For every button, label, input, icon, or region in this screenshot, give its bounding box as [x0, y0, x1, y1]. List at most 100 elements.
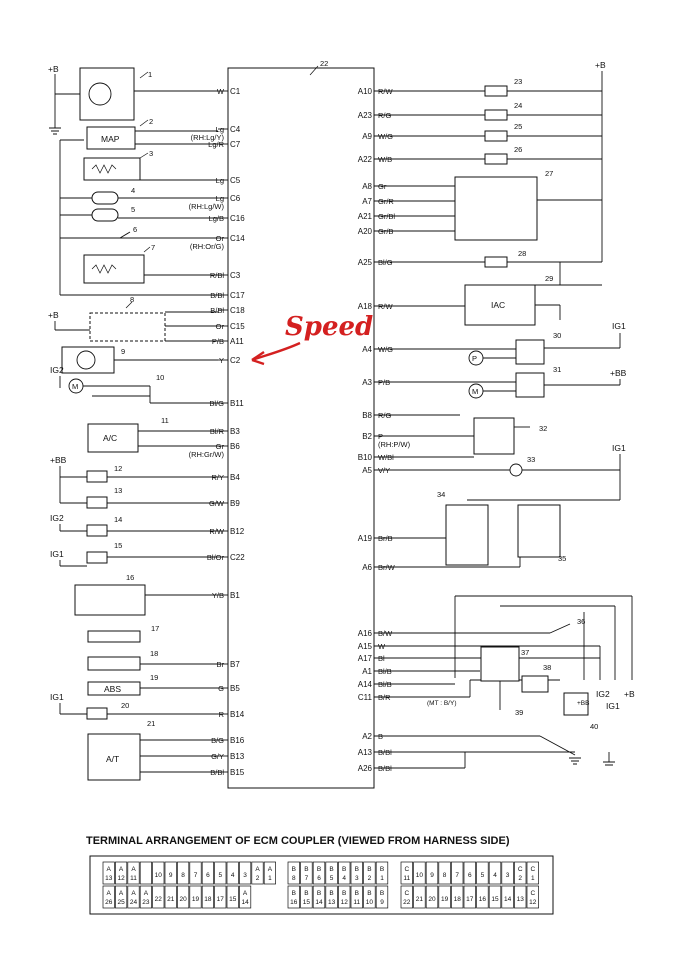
wire-color-a6: Br/W: [378, 563, 396, 572]
coupler-a-pin-number: 18: [204, 896, 212, 903]
coupler-c-pin-letter: C: [530, 866, 535, 873]
wire-color-b16: B/G: [211, 736, 224, 745]
coupler-a-pin-letter: A: [131, 866, 136, 873]
coupler-a-cell: [127, 861, 140, 885]
component-27-number: 27: [545, 169, 553, 178]
coupler-c-cell: [514, 861, 527, 885]
coupler-a-cell: [201, 885, 214, 909]
ecm-pin-c16: C16: [230, 214, 245, 223]
ecm-number: 22: [320, 59, 328, 68]
coupler-b-pin-letter: B: [342, 866, 346, 873]
ecm-pin-b4: B4: [230, 473, 240, 482]
coupler-a-pin-number: 1: [268, 875, 272, 882]
ecm-pin-b12: B12: [230, 527, 245, 536]
coupler-b-cell: [325, 885, 338, 909]
lamp-33-icon: [509, 463, 523, 477]
coupler-a-pin-number: 11: [130, 875, 137, 882]
component-30-number: 30: [553, 331, 561, 340]
coupler-c-pin-number: 15: [491, 896, 499, 903]
coupler-c-pin-number: 11: [403, 875, 410, 882]
component-21-number: 21: [147, 719, 155, 728]
ecm-pin-a10: A10: [358, 87, 373, 96]
mt-note: (MT : B/Y): [427, 700, 457, 707]
component-23-number: 23: [514, 77, 522, 86]
coupler-c-pin-number: 10: [416, 872, 424, 879]
coupler-a-cell: [263, 861, 276, 885]
coupler-a-pin-number: 14: [241, 899, 249, 906]
component-20-number: 20: [121, 701, 129, 710]
component-4-icon: [91, 191, 119, 205]
component-15-number: 15: [114, 541, 122, 550]
component-1-sensor-icon: [88, 82, 112, 106]
injector-25-icon: [484, 130, 508, 142]
coupler-a-pin-number: 12: [117, 875, 125, 882]
coupler-b-pin-number: 2: [368, 875, 372, 882]
ecm-pin-c11: C11: [358, 693, 373, 702]
ecm-pin-a2: A2: [362, 732, 372, 741]
wire-color-c18: B/Bl: [210, 306, 224, 315]
map-label: MAP: [101, 134, 120, 144]
supply-b-top-left: +B: [48, 64, 59, 74]
wire-color-c1: W: [217, 87, 225, 96]
coupler-b-pin-number: 14: [315, 899, 323, 906]
ecm-pin-b15: B15: [230, 768, 245, 777]
ecm-pin-b14: B14: [230, 710, 245, 719]
component-2-number: 2: [149, 117, 153, 126]
wire-color-c2: Y: [219, 356, 224, 365]
wire-color-a10: R/W: [378, 87, 394, 96]
wire-color-a19: Br/B: [378, 534, 393, 543]
coupler-a-pin-number: 21: [167, 896, 175, 903]
coupler-a-cell: [127, 885, 140, 909]
wire-color-b13: G/Y: [211, 752, 224, 761]
component-1-number: 1: [148, 70, 152, 79]
switch-20-icon: [86, 707, 108, 720]
coupler-b-pin-letter: B: [317, 890, 321, 897]
wire-color-a7: Gr/R: [378, 197, 394, 206]
ecm-pin-a16: A16: [358, 629, 373, 638]
ecm-pin-c15: C15: [230, 322, 245, 331]
coupler-c-cell: [526, 885, 539, 909]
supply-ig1-30: IG1: [612, 321, 626, 331]
ecm-pin-c6: C6: [230, 194, 241, 203]
wire-color-c16: Lg/B: [209, 214, 224, 223]
wire-color-c22: Bl/Or: [207, 553, 225, 562]
coupler-c-cell: [451, 885, 464, 909]
coupler-a-pin-letter: A: [243, 890, 248, 897]
coupler-b-cell: [363, 885, 376, 909]
ecm-box: [227, 67, 375, 789]
injector-23-icon: [484, 85, 508, 97]
coupler-c-pin-number: 17: [466, 896, 474, 903]
ecm-pin-c5: C5: [230, 176, 241, 185]
ground-icon-bottom-2: [603, 761, 615, 766]
coupler-c-cell: [413, 885, 426, 909]
component-19-number: 19: [150, 673, 158, 682]
coupler-a-cell: [102, 861, 115, 885]
coupler-a-pin-number: 2: [256, 875, 260, 882]
supply-ig1-20: IG1: [50, 692, 64, 702]
coupler-a-pin-number: 9: [169, 872, 173, 879]
coupler-b-pin-number: 5: [330, 875, 334, 882]
wire-color-a15: W: [378, 642, 386, 651]
wire-color-c7: Lg/R: [208, 140, 224, 149]
wire-color-a1: Bl/B: [378, 667, 392, 676]
coupler-b-pin-letter: B: [380, 890, 384, 897]
wire-color-b9: G/W: [209, 499, 225, 508]
ac-label: A/C: [103, 433, 117, 443]
coupler-a-pin-number: 17: [217, 896, 225, 903]
wire-color-b2: P: [378, 432, 383, 441]
bottom-supply-ig2: IG2: [596, 689, 610, 699]
abs-label: ABS: [104, 684, 121, 694]
coupler-c-pin-number: 4: [493, 872, 497, 879]
bottom-supply-ig1: IG1: [606, 701, 620, 711]
coupler-c-cell: [425, 861, 439, 885]
coupler-c-pin-number: 1: [531, 875, 535, 882]
coupler-a-cell: [139, 861, 152, 885]
component-39-number: 39: [515, 708, 523, 717]
ecm-pin-a3: A3: [362, 378, 372, 387]
component-13-number: 13: [114, 486, 122, 495]
coupler-a-cell: [226, 861, 239, 885]
component-33-number: 33: [527, 455, 535, 464]
wire-alt-b2: (RH:P/W): [378, 440, 411, 449]
coupler-b-pin-number: 13: [328, 899, 336, 906]
